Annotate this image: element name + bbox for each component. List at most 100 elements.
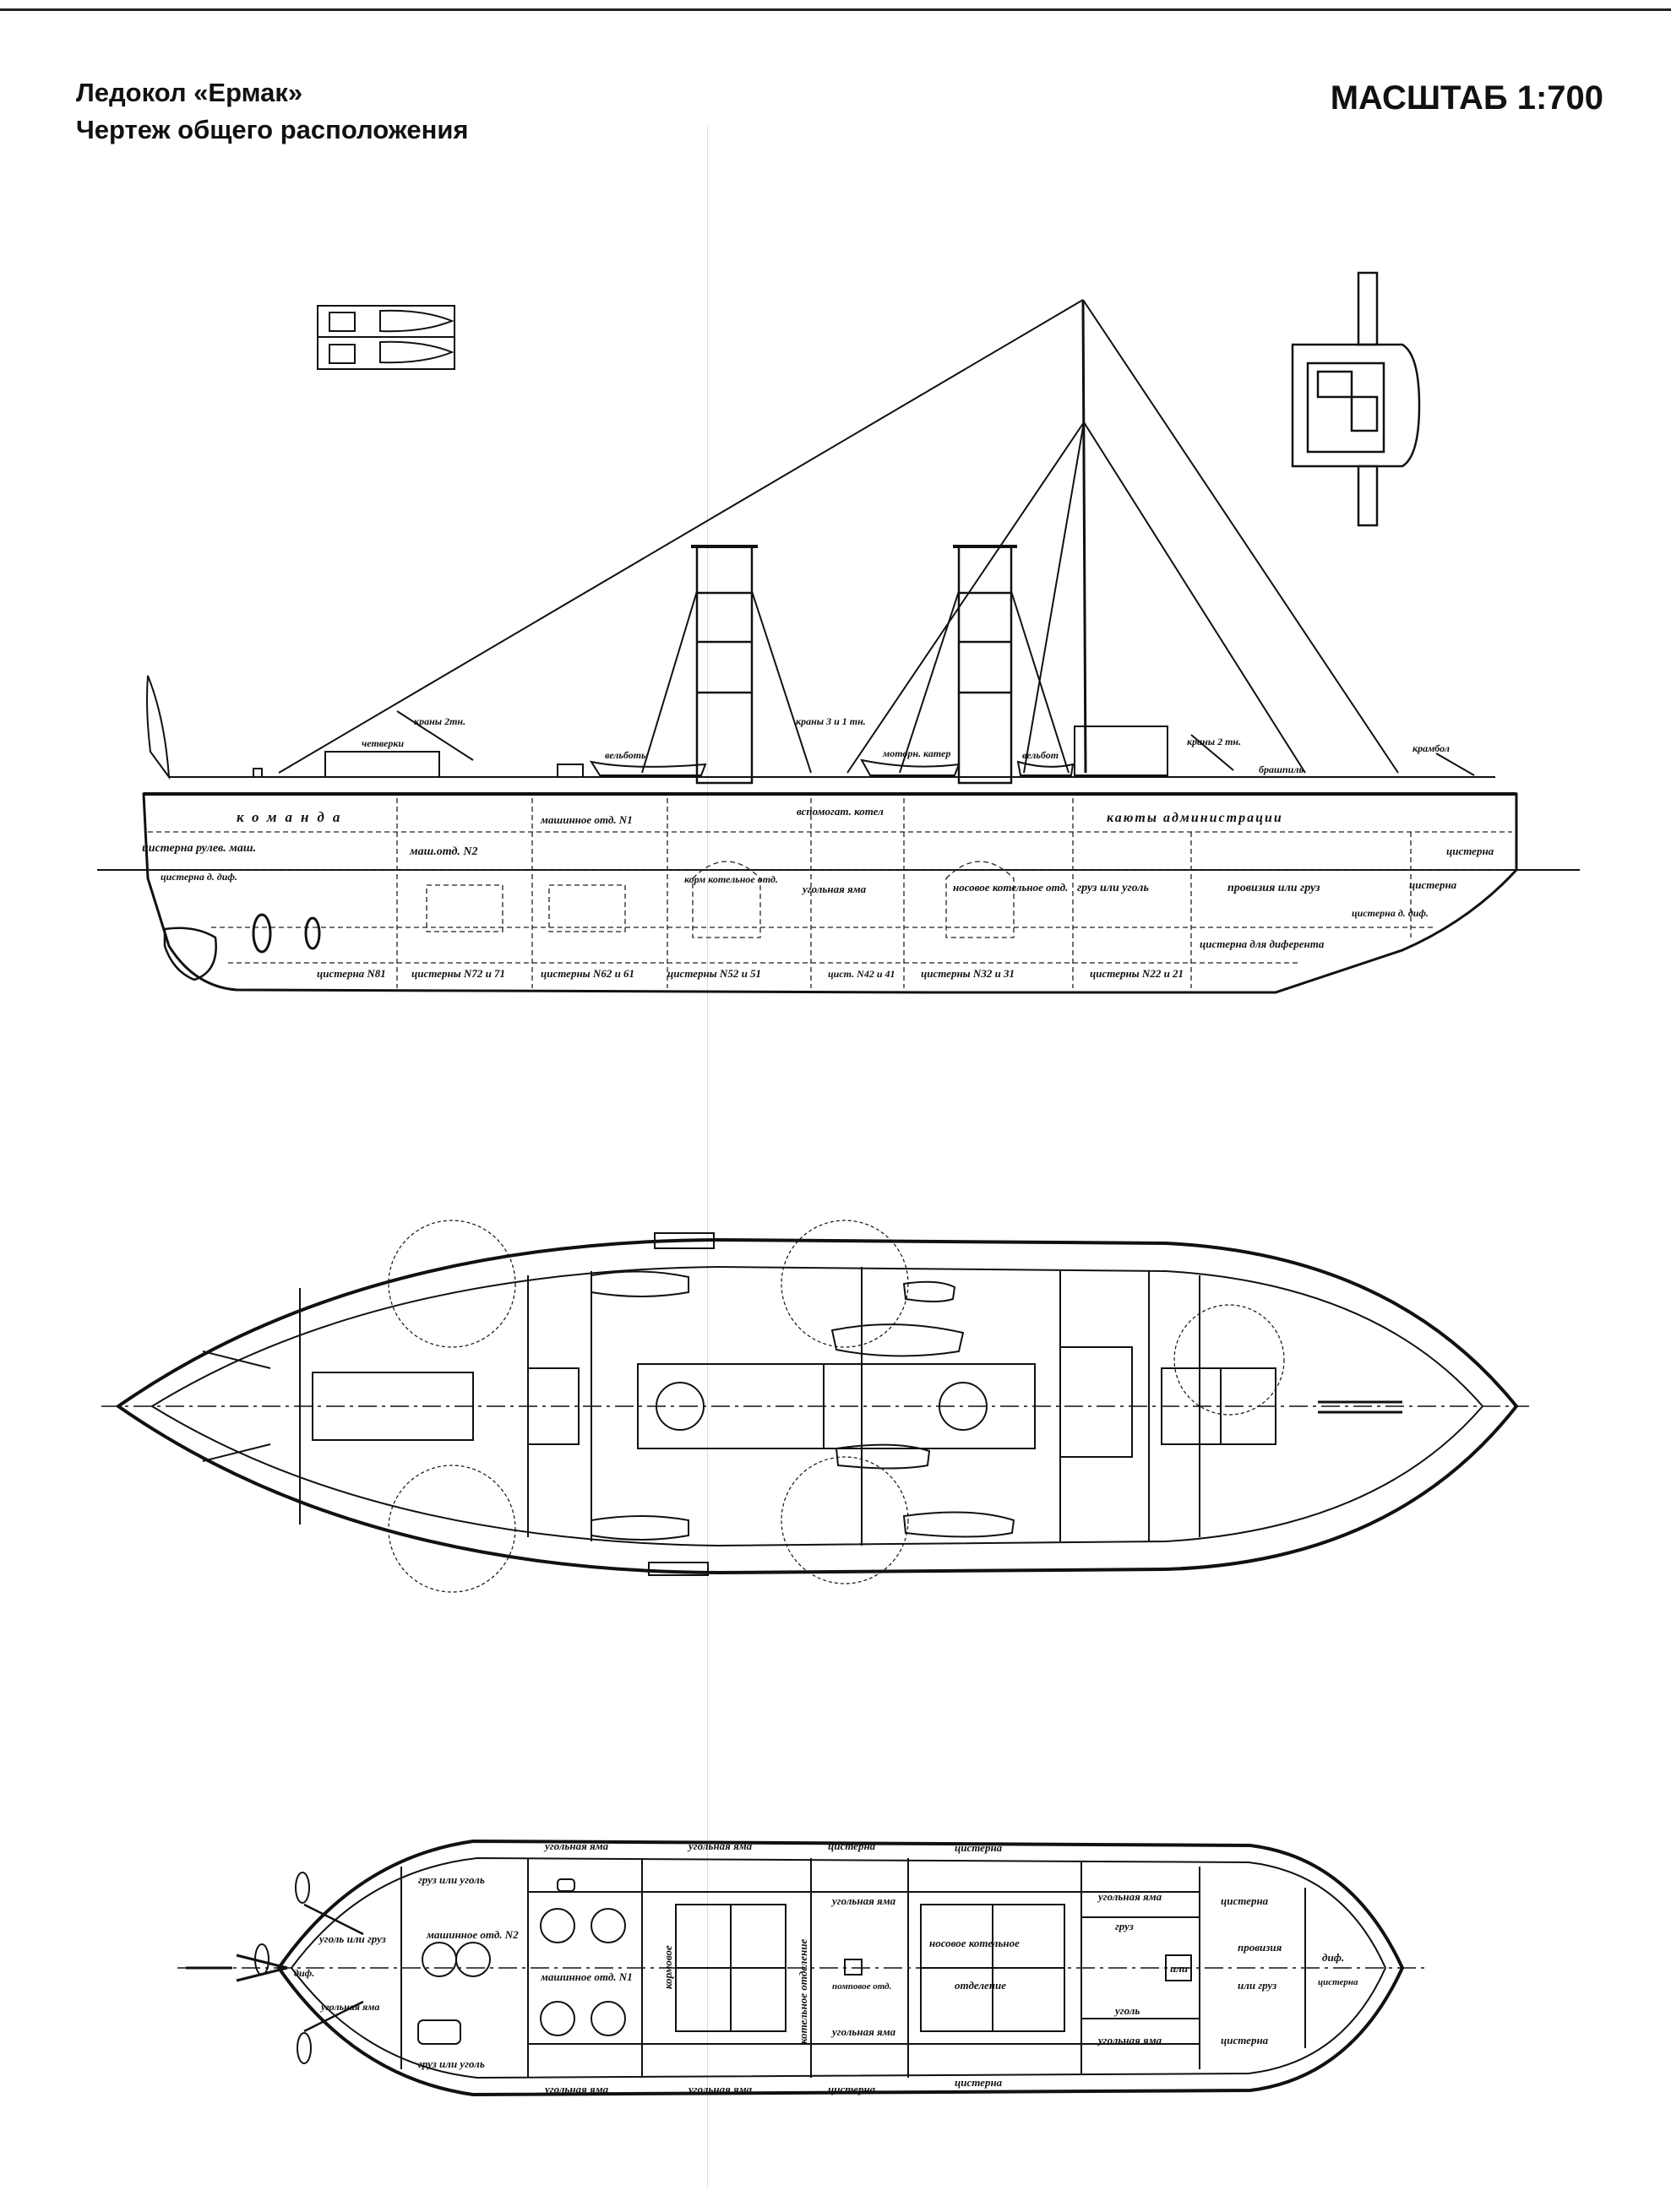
label-tanks-81: цистерна N81 [317, 967, 386, 980]
label-tanks-42: цист. N42 и 41 [828, 968, 895, 980]
label-aft-boiler: корм котельное отд. [684, 873, 778, 885]
label-tanks-72: цистерны N72 и 71 [411, 967, 505, 980]
mast-rigging [278, 299, 1399, 774]
compartment-lines [148, 798, 1512, 988]
top-border-line [0, 8, 1671, 11]
label-cargo: груз [1115, 1920, 1134, 1932]
superstructure [253, 710, 1475, 778]
label-tank-trim-aft: цистерна д. диф. [161, 871, 237, 883]
label-rudder-tank: цистерна рулев. маш. [142, 842, 256, 855]
label-tank-bow: цистерна [1318, 1977, 1358, 1987]
label-pump-room: помповое отд. [832, 1981, 891, 1992]
label-whaleboat-1: вельботы [605, 749, 648, 761]
label-coal-pit: угольная яма [801, 883, 867, 895]
hold-plan: угольная яма угольная яма цистерна цисте… [177, 1839, 1428, 2097]
cathead-crane [1435, 753, 1475, 776]
whaleboat-fwd [1016, 760, 1075, 776]
label-engine-2: маш.отд. N2 [409, 845, 478, 858]
label-motor-boat: моторн. катер [882, 747, 950, 759]
label-coal-pit-mid-bot: угольная яма [830, 2025, 896, 2038]
label-cathead: крамбол [1412, 742, 1450, 754]
side-view-labels: команда каюты администрации цистерна рул… [142, 715, 1494, 980]
label-coal-pit-mid-top: угольная яма [830, 1894, 896, 1907]
title-ship-name: Ледокол «Ермак» [76, 78, 303, 107]
label-tank-top-2: цистерна [955, 1841, 1003, 1854]
label-dif-aft: диф. [294, 1967, 314, 1979]
label-tank-trim-fwd: цистерна д. диф. [1352, 907, 1429, 919]
stern-flagstaff [146, 675, 171, 780]
label-fwd-boiler-1: носовое котельное [929, 1937, 1020, 1949]
label-dif: диф. [1322, 1951, 1344, 1964]
label-cranes-aft: краны 2тн. [414, 715, 465, 727]
label-provisions: провизия или груз [1227, 882, 1320, 894]
hull-outline [142, 792, 1518, 994]
label-tanks-52: цистерны N52 и 51 [667, 967, 761, 980]
label-tank-right-top: цистерна [1221, 1894, 1269, 1907]
label-cargo-coal-bot: груз или уголь [418, 2057, 485, 2070]
label-team: команда [237, 809, 348, 825]
crane-aft [396, 710, 474, 761]
label-engine-1: машинное отд. N1 [540, 813, 633, 826]
label-coal-top-1: угольная яма [543, 1840, 609, 1852]
label-or: или [1170, 1962, 1188, 1975]
deck-boat-aft-stbd [591, 1515, 689, 1541]
label-coal-pit-right-top: угольная яма [1097, 1890, 1162, 1903]
motorboat [860, 758, 961, 776]
label-tank-bow: цистерна [1446, 845, 1494, 857]
funnels [691, 545, 1017, 785]
title-drawing-type: Чертеж общего расположения [76, 115, 469, 144]
whaleboat-aft [589, 760, 707, 776]
label-engine-1: машинное отд. N1 [540, 1970, 633, 1983]
deck-plan [101, 1220, 1529, 1593]
label-fwd-boiler: носовое котельное отд. [953, 881, 1068, 894]
funnel-aft [695, 545, 754, 785]
page-fold-line [707, 127, 708, 2188]
hold-stern-gear [186, 1872, 364, 2064]
label-cabins: каюты администрации [1107, 811, 1283, 825]
label-tank-trim: цистерна для диферента [1200, 938, 1325, 950]
label-coal-cargo-aft: уголь или груз [318, 1932, 386, 1945]
label-tank-bot-2: цистерна [955, 2076, 1003, 2089]
deck-boat-mid [835, 1443, 931, 1470]
label-coal-aft-bot: угольная яма [319, 2001, 379, 2013]
rudder [163, 927, 217, 981]
label-cranes-fwd: краны 2 тн. [1187, 736, 1241, 747]
label-coal-bot-1: угольная яма [543, 2083, 609, 2095]
inset-cross-section [1291, 271, 1421, 527]
label-coal-bot-2: угольная яма [687, 2083, 753, 2095]
hold-plan-labels: угольная яма угольная яма цистерна цисте… [294, 1840, 1358, 2095]
stay-aft [278, 299, 1084, 774]
label-cranes-mid: краны 3 и 1 тн. [796, 715, 866, 727]
label-tanks-62: цистерны N62 и 61 [541, 967, 634, 980]
label-tank-bot-1: цистерна [828, 2083, 876, 2095]
label-tank-bow2: цистерна [1409, 878, 1457, 891]
crane-fwd [1190, 734, 1234, 771]
label-tank-right-bot: цистерна [1221, 2034, 1269, 2046]
label-tanks-22: цистерны N22 и 21 [1090, 967, 1184, 980]
side-elevation: команда каюты администрации цистерна рул… [97, 299, 1580, 994]
label-boiler-room-vertical: котельное отделение [797, 1938, 809, 2044]
drawing-title: Ледокол «Ермак» Чертеж общего расположен… [76, 74, 469, 149]
propeller-1 [252, 913, 272, 954]
scale-label: МАСШТАБ 1:700 [1330, 79, 1603, 117]
label-tank-top-1: цистерна [828, 1840, 876, 1852]
label-cargo-coal: груз или уголь [1077, 882, 1149, 894]
deck-fittings [202, 1220, 1402, 1593]
inset-boats-plan [317, 305, 455, 370]
hold-inner-line [290, 1856, 1387, 2079]
label-provisions-2: или груз [1238, 1979, 1276, 1992]
label-coal-pit-right-bot: угольная яма [1097, 2034, 1162, 2046]
deck-boat-aft-port [591, 1270, 689, 1297]
label-aft-boiler-vertical: кормовое [661, 1945, 674, 1989]
label-coal: уголь [1113, 2004, 1140, 2017]
label-aux-boiler: вспомогат. котел [797, 805, 884, 818]
label-whaleboat-2: вельбот [1022, 749, 1059, 761]
label-boat-4: четверки [362, 737, 404, 749]
label-coal-top-2: угольная яма [687, 1840, 753, 1852]
funnel-fwd [957, 545, 1013, 785]
label-tanks-32: цистерны N32 и 31 [921, 967, 1015, 980]
deck-motorboat [830, 1323, 965, 1357]
label-fwd-boiler-2: отделение [955, 1979, 1006, 1992]
label-provisions-1: провизия [1238, 1941, 1282, 1954]
